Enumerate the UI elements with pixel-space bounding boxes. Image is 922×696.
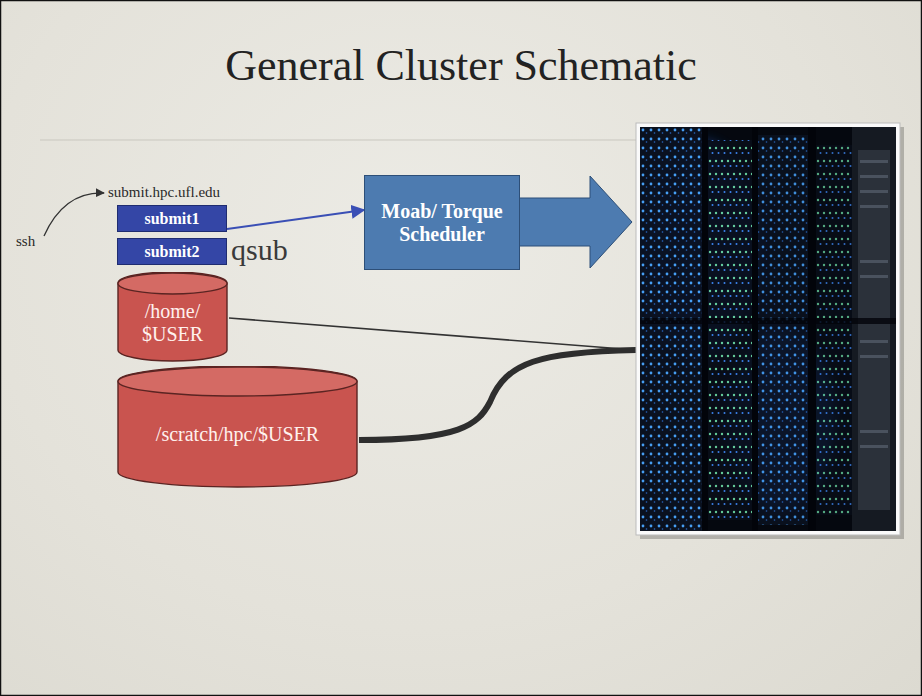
node-label: /scratch/hpc/$USER — [156, 423, 319, 445]
node-text-group: Moab/ Torque Scheduler — [371, 200, 513, 245]
node-label: submit1 — [144, 210, 199, 228]
scheduler-arrow — [518, 176, 632, 268]
cylinder-body — [118, 366, 357, 487]
protocol-label: ssh — [16, 233, 35, 250]
node-label: submit2 — [144, 243, 199, 261]
ssh-arrow — [44, 193, 104, 236]
scheduler-box: Moab/ Torque Scheduler — [364, 175, 520, 270]
command-label: qsub — [231, 235, 288, 265]
node-text-group: submit1 — [144, 210, 199, 228]
node-label: /home/ $USER — [125, 300, 220, 345]
cylinder-top — [118, 367, 357, 396]
scratch-link-line — [359, 350, 636, 440]
node-text-group: submit2 — [144, 243, 199, 261]
node-label: Moab/ Torque Scheduler — [371, 200, 513, 245]
cluster-photo — [636, 123, 904, 539]
submit-host-box: submit1 — [117, 205, 227, 232]
node-text-group: /scratch/hpc/$USER — [156, 423, 319, 445]
node-text-group: /home/ $USER — [125, 300, 220, 345]
submit-host-box: submit2 — [117, 238, 227, 265]
storage-cylinder: /scratch/hpc/$USER — [117, 366, 358, 488]
request-arrow — [227, 210, 364, 229]
home-link-line — [229, 318, 636, 350]
slide-title: General Cluster Schematic — [0, 38, 922, 94]
cylinder-top — [118, 273, 227, 294]
cylinder-body — [118, 272, 227, 361]
storage-cylinder: /home/ $USER — [117, 272, 228, 362]
host-name-label: submit.hpc.ufl.edu — [108, 184, 220, 201]
